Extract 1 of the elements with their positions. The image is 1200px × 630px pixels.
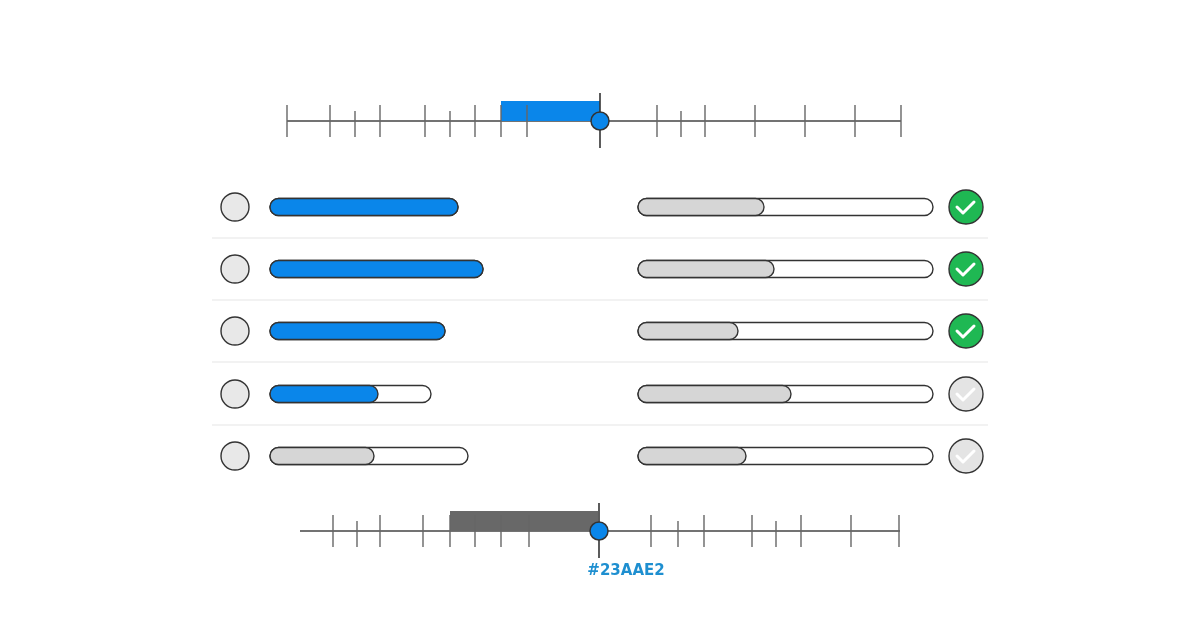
color-code-label: #23AAE2	[587, 561, 665, 579]
